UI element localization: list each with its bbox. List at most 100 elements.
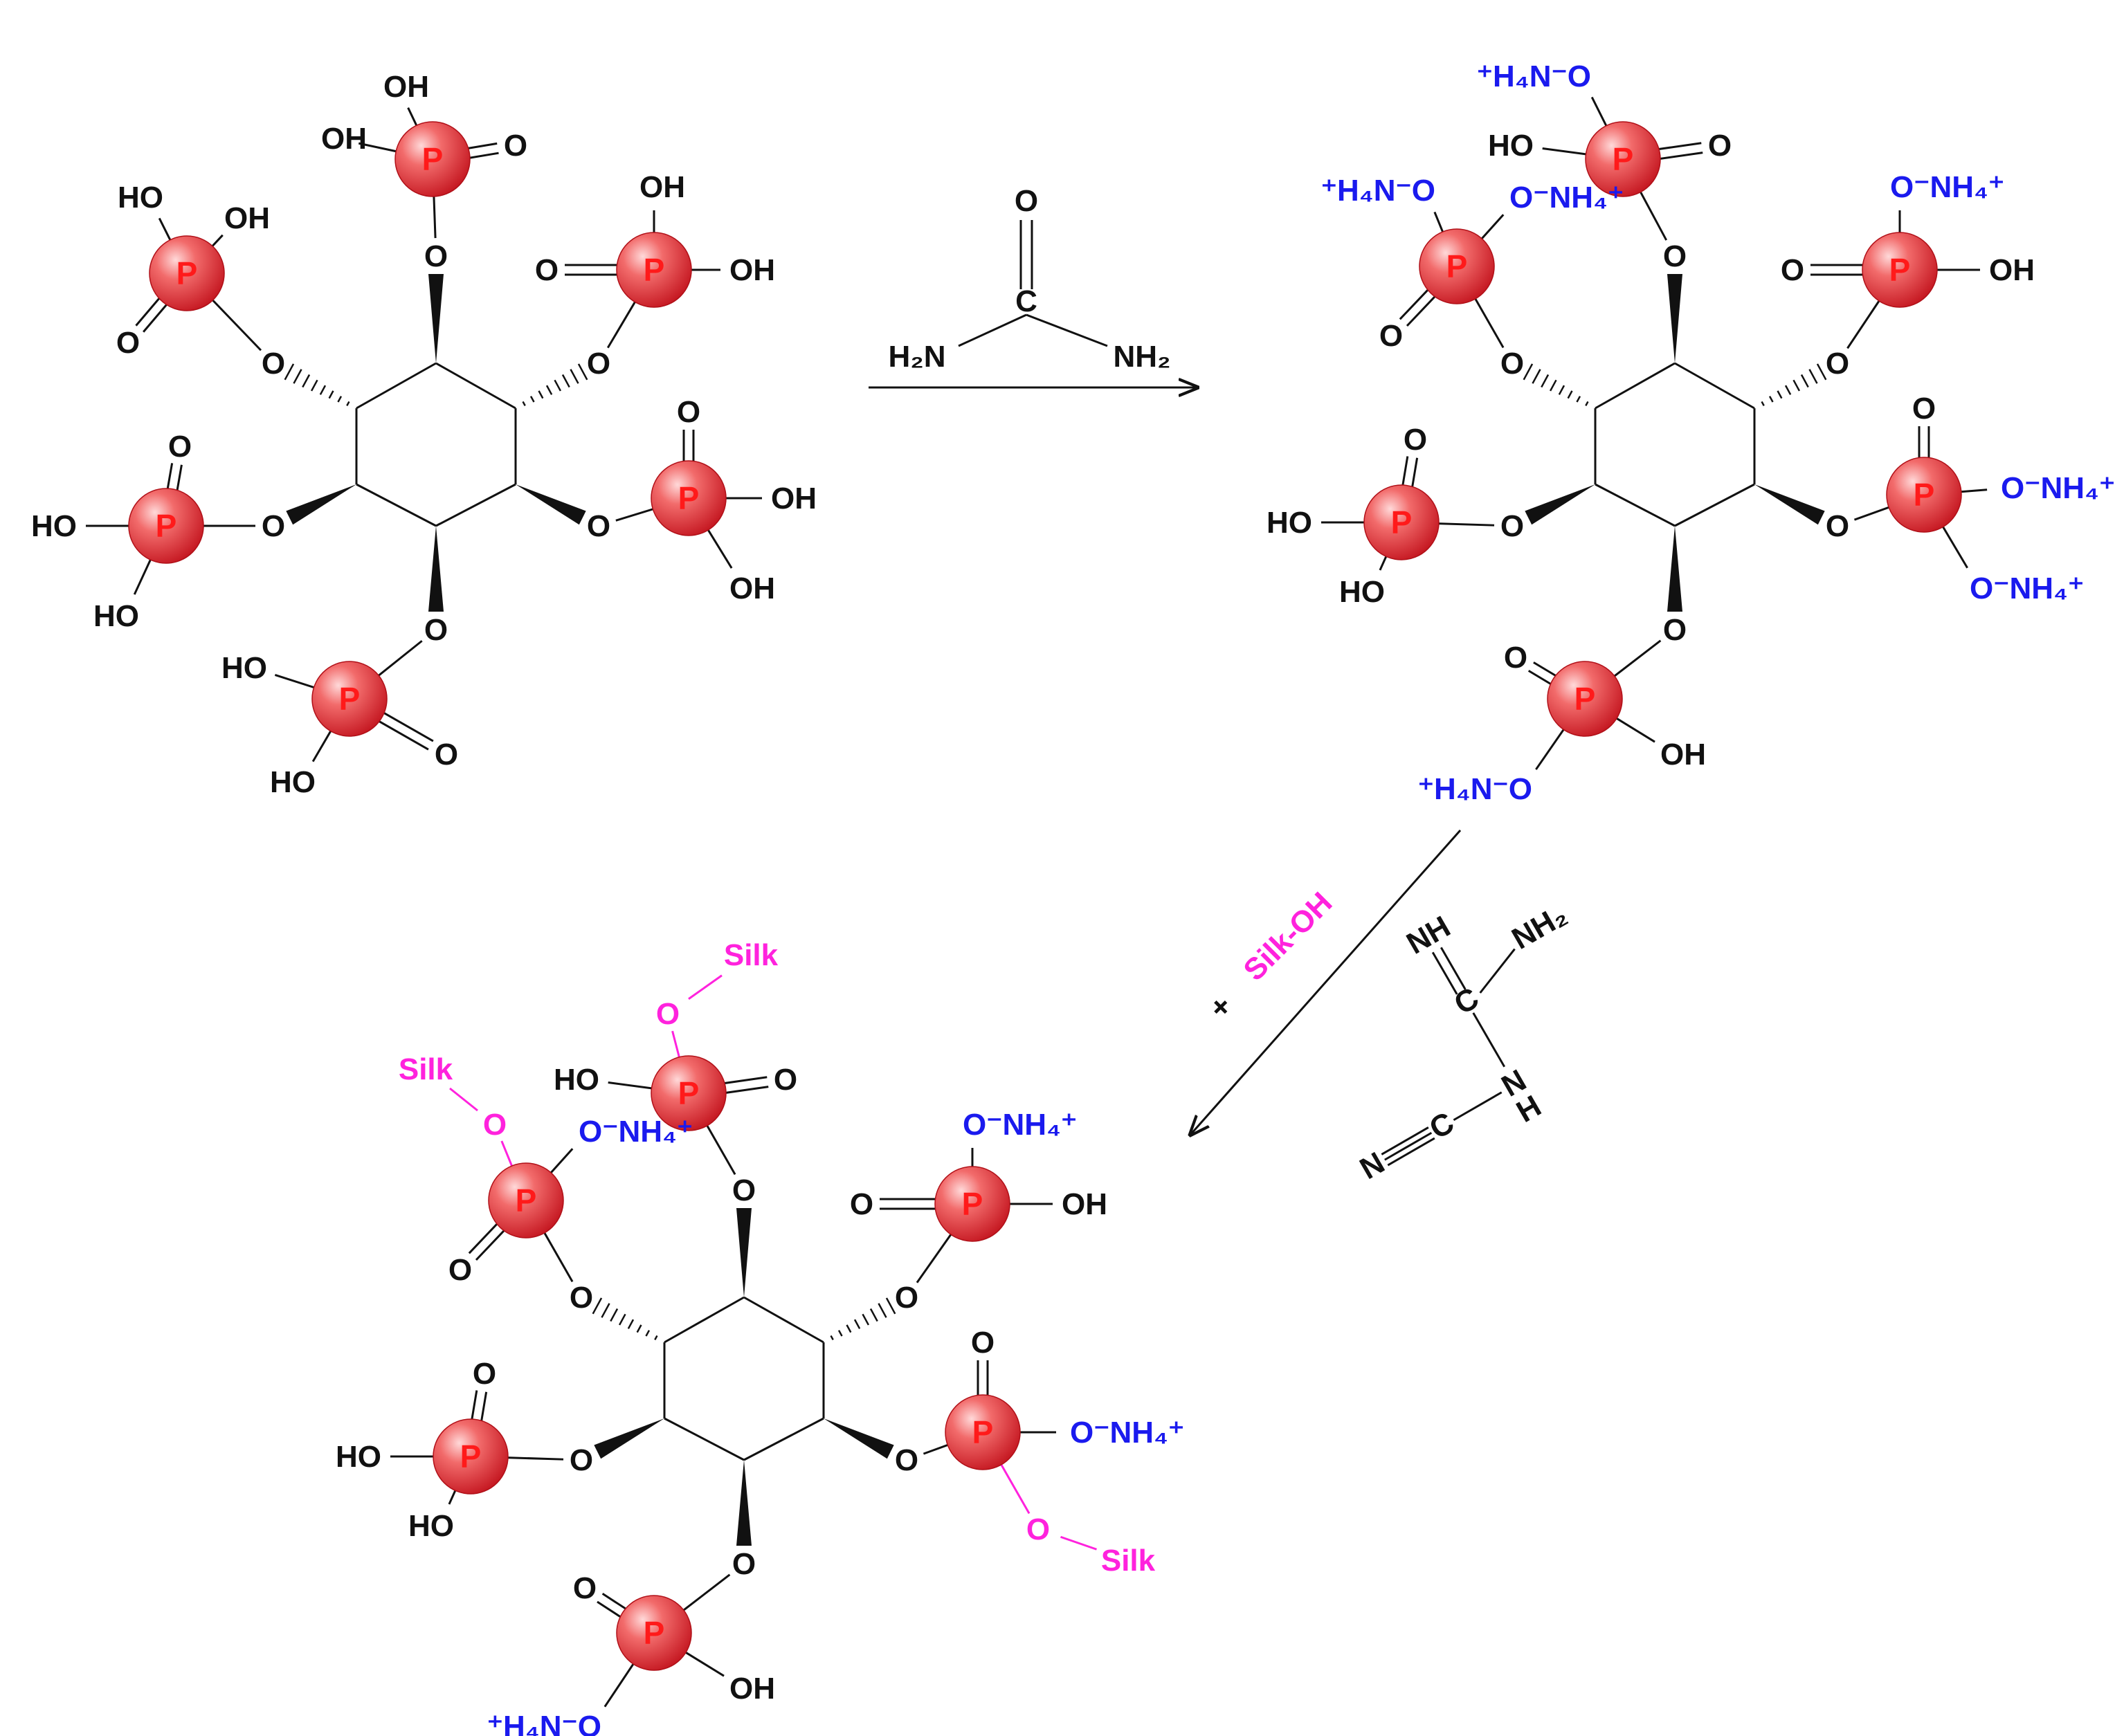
urea-amine-left: H₂N	[888, 340, 945, 374]
phosphorus-atom: P	[156, 508, 177, 544]
phosphoryl-oxygen: O	[1379, 319, 1403, 353]
hash-line	[319, 385, 327, 395]
hash-line	[869, 1308, 878, 1322]
phosphoryl-oxygen: O	[1504, 641, 1527, 675]
hash-line	[1784, 385, 1792, 395]
phosphorus-atom: P	[678, 480, 700, 516]
hash-line	[654, 1335, 658, 1340]
phosphorus-sphere	[651, 1055, 727, 1131]
hydroxyl-label: HO	[93, 599, 139, 633]
ammonium-ion: O⁻NH₄⁺	[1509, 181, 1624, 214]
hash-line	[538, 390, 544, 399]
reaction-arrow-2	[1190, 830, 1462, 1135]
phosphorus-atom: P	[1574, 681, 1596, 717]
hash-line	[1558, 385, 1565, 395]
phosphorus-sphere	[1547, 661, 1623, 737]
hash-line	[328, 390, 334, 399]
phosphoryl-oxygen: O	[168, 430, 192, 464]
bond	[449, 1087, 478, 1112]
hydroxyl-label: HO	[1267, 506, 1312, 540]
phosphoryl-oxygen: O	[774, 1063, 797, 1097]
ammonium-ion: O⁻NH₄⁺	[2001, 471, 2115, 505]
phosphorus-atom: P	[644, 252, 665, 288]
ammonium-ion: ⁺H₄N⁻O	[1477, 60, 1591, 93]
hash-line	[878, 1303, 887, 1318]
bond	[743, 1417, 824, 1461]
ammonium-ion: O⁻NH₄⁺	[1070, 1416, 1184, 1450]
wedge-bond	[824, 1418, 894, 1459]
hash-line	[561, 374, 570, 388]
phosphoryl-oxygen: O	[1708, 129, 1732, 163]
hash-line	[577, 363, 588, 381]
ammonium-ion: ⁺H₄N⁻O	[1418, 772, 1532, 806]
bond	[1595, 362, 1676, 410]
ammonium-ion: O⁻NH₄⁺	[1970, 572, 2084, 605]
dicyandiamide-nitrile-c: C	[1424, 1106, 1460, 1146]
phosphoryl-oxygen: O	[1912, 392, 1936, 426]
hash-line	[554, 379, 562, 392]
phosphorus-atom: P	[678, 1075, 700, 1111]
silk-label: Silk	[1101, 1544, 1156, 1578]
ester-oxygen: O	[424, 613, 448, 647]
hydroxyl-label: HO	[270, 765, 316, 799]
hash-line	[522, 401, 526, 406]
hydroxyl-label: HO	[1339, 575, 1385, 609]
phosphorus-sphere	[616, 1595, 692, 1671]
hash-line	[1567, 390, 1573, 399]
phosphorus-sphere	[651, 460, 727, 536]
phosphorus-atom: P	[1889, 252, 1911, 288]
hash-line	[1777, 390, 1783, 399]
ester-oxygen: O	[1826, 347, 1849, 381]
phosphoryl-oxygen: O	[504, 129, 527, 163]
phosphoryl-oxygen: O	[677, 395, 700, 429]
bond	[1674, 483, 1755, 527]
hash-line	[853, 1319, 861, 1329]
phosphorus-sphere	[1419, 228, 1495, 304]
silk-oh-label: Silk-OH	[1237, 886, 1338, 987]
hydroxyl-label: HO	[31, 509, 77, 543]
bond	[356, 483, 437, 527]
phosphorus-sphere	[934, 1166, 1010, 1242]
hash-line	[837, 1330, 843, 1337]
hash-line	[1532, 369, 1541, 384]
ammonium-ion: O⁻NH₄⁺	[1890, 170, 2004, 204]
hash-line	[846, 1324, 852, 1333]
hash-line	[610, 1308, 619, 1322]
phosphorus-atom: P	[1914, 477, 1935, 513]
hydroxyl-label: OH	[729, 1672, 775, 1706]
hydroxyl-label: OH	[1989, 253, 2035, 287]
phosphorus-atom: P	[422, 141, 444, 177]
hash-line	[1585, 401, 1589, 406]
hash-line	[645, 1330, 651, 1337]
phosphoryl-oxygen: O	[448, 1253, 472, 1287]
hash-line	[293, 369, 302, 384]
wedge-bond	[594, 1418, 664, 1459]
silk-oxygen: O	[656, 997, 680, 1031]
phosphorus-sphere	[1886, 457, 1962, 533]
ester-oxygen: O	[424, 239, 448, 273]
ester-oxygen: O	[1500, 509, 1524, 543]
hydroxyl-label: HO	[1488, 129, 1534, 163]
phosphorus-sphere	[616, 232, 692, 308]
hash-line	[885, 1297, 896, 1315]
phosphoryl-oxygen: O	[1781, 253, 1804, 287]
hash-line	[284, 363, 295, 381]
ammonium-ion: ⁺H₄N⁻O	[1321, 174, 1435, 208]
bond	[664, 1417, 745, 1461]
dicyandiamide-amine: NH₂	[1506, 898, 1572, 956]
phosphorus-atom: P	[1391, 504, 1413, 540]
phosphorus-atom: P	[644, 1615, 665, 1651]
phosphorus-atom: P	[460, 1438, 482, 1474]
phosphorus-sphere	[394, 121, 471, 197]
ester-oxygen: O	[1500, 347, 1524, 381]
phosphoryl-oxygen: O	[850, 1187, 873, 1221]
hydroxyl-label: OH	[771, 482, 817, 515]
phosphoryl-oxygen: O	[971, 1326, 995, 1360]
hash-line	[1541, 374, 1550, 388]
bond	[664, 1296, 745, 1344]
ester-oxygen: O	[262, 347, 285, 381]
hash-line	[310, 379, 318, 392]
hash-line	[1800, 374, 1809, 388]
phosphorus-sphere	[311, 661, 388, 737]
